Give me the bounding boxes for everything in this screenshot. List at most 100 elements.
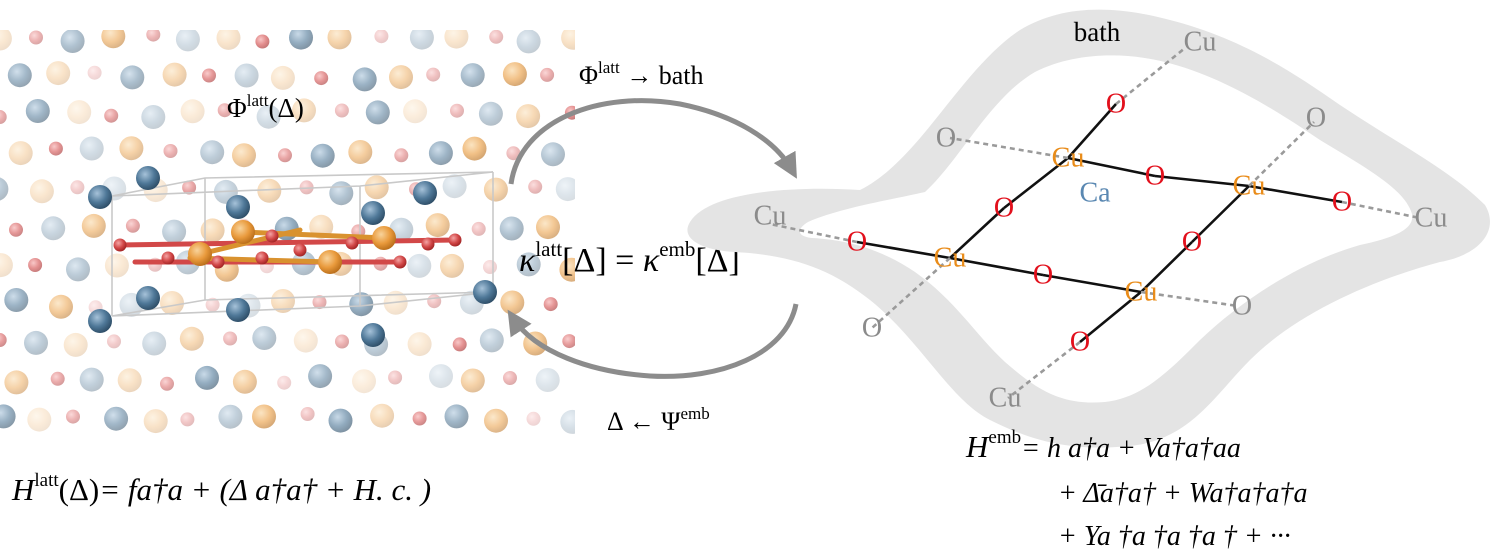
background-copper-atom — [216, 30, 241, 50]
oxygen-label: O — [1182, 227, 1202, 258]
background-calcium-atom — [407, 253, 432, 278]
background-oxygen-atom — [9, 222, 23, 237]
oxygen-label: O — [1033, 260, 1053, 291]
crystal-structure-image — [0, 30, 598, 434]
background-oxygen-atom — [217, 103, 232, 118]
background-oxygen-atom — [562, 334, 575, 349]
background-oxygen-atom — [300, 407, 315, 421]
background-copper-atom — [559, 257, 575, 282]
background-oxygen-atom — [50, 371, 65, 386]
calcium-atom — [361, 201, 385, 225]
background-oxygen-atom — [104, 108, 119, 123]
background-calcium-atom — [479, 328, 504, 353]
background-calcium-atom — [409, 30, 434, 50]
cluster-bonds — [769, 46, 1421, 400]
background-oxygen-atom — [489, 30, 504, 44]
oxygen-label: O — [1070, 327, 1090, 358]
background-oxygen-atom — [87, 65, 102, 80]
background-copper-atom — [0, 30, 12, 51]
embedding-hamiltonian: Hemb= h a†a + Va†a†aa + Δ̄a†a† + Wa†a†a†… — [965, 427, 1307, 552]
background-oxygen-atom — [70, 180, 85, 195]
oxygen-label: O — [1106, 89, 1126, 120]
background-calcium-atom — [0, 404, 16, 429]
background-copper-atom — [536, 215, 560, 240]
bath-label: bath — [1074, 17, 1121, 47]
background-oxygen-atom — [255, 34, 270, 49]
background-copper-atom — [293, 328, 318, 353]
background-copper-atom — [27, 407, 52, 432]
outer-copper-label: Cu — [754, 201, 787, 232]
background-calcium-atom — [141, 105, 166, 129]
background-calcium-atom — [79, 136, 104, 161]
background-oxygen-atom — [223, 331, 238, 346]
bond — [1003, 156, 1069, 210]
background-oxygen-atom — [146, 30, 161, 42]
oxygen-atom — [393, 255, 407, 269]
copper-label: Cu — [1125, 277, 1158, 308]
background-copper-atom — [104, 253, 129, 278]
background-copper-atom — [364, 175, 389, 200]
background-copper-atom — [460, 368, 485, 393]
bond — [856, 240, 951, 260]
background-calcium-atom — [555, 177, 575, 202]
embedding-hamiltonian-line-1: Hemb= h a†a + Va†a†aa — [965, 427, 1241, 464]
background-oxygen-atom — [0, 110, 7, 124]
background-calcium-atom — [428, 141, 453, 166]
background-oxygen-atom — [540, 67, 555, 82]
background-calcium-atom — [328, 408, 353, 433]
background-calcium-atom — [499, 216, 524, 241]
background-copper-atom — [483, 177, 508, 202]
background-calcium-atom — [352, 67, 377, 92]
background-calcium-atom — [429, 364, 453, 389]
background-calcium-atom — [24, 330, 48, 355]
background-calcium-atom — [66, 257, 90, 282]
background-calcium-atom — [79, 367, 104, 392]
background-copper-atom — [292, 98, 316, 123]
background-calcium-atom — [120, 65, 145, 90]
background-oxygen-atom — [277, 375, 292, 390]
background-copper-atom — [389, 65, 413, 90]
background-calcium-atom — [560, 409, 575, 434]
background-oxygen-atom — [412, 411, 427, 426]
background-copper-atom — [162, 62, 187, 87]
calcium-atom — [136, 286, 160, 310]
calcium-atom — [136, 166, 160, 190]
bond — [1341, 200, 1421, 220]
bath-region — [687, 9, 1490, 448]
background-calcium-atom — [329, 181, 354, 206]
background-oxygen-atom — [427, 294, 442, 309]
background-calcium-atom — [104, 406, 129, 431]
background-oxygen-atom — [426, 67, 441, 82]
background-oxygen-atom — [506, 146, 521, 161]
background-calcium-atom — [41, 216, 66, 241]
background-calcium-atom — [60, 30, 85, 53]
calcium-atom — [413, 181, 437, 205]
background-copper-atom — [425, 213, 450, 238]
copper-atom — [372, 226, 396, 250]
embedding-hamiltonian-line-3: + Ya †a †a †a † + ··· — [1058, 521, 1291, 552]
background-copper-atom — [49, 294, 73, 319]
label-backing — [1093, 184, 1117, 209]
oxygen-label: O — [1145, 161, 1165, 192]
background-copper-atom — [561, 30, 575, 50]
background-oxygen-atom — [584, 221, 598, 235]
copper-label: Cu — [934, 243, 967, 274]
background-copper-atom — [4, 370, 29, 395]
background-copper-atom — [232, 369, 257, 394]
background-copper-atom — [484, 408, 508, 433]
background-oxygen-atom — [202, 68, 216, 83]
bond — [1248, 184, 1343, 204]
background-oxygen-atom — [312, 295, 327, 310]
background-copper-atom — [500, 290, 525, 315]
background-copper-atom — [462, 136, 487, 161]
background-oxygen-atom — [160, 376, 174, 391]
copper-atom — [188, 242, 212, 266]
outer-copper-label: Cu — [989, 383, 1022, 414]
bond — [1067, 103, 1117, 159]
background-calcium-atom — [516, 30, 541, 54]
bond — [1042, 273, 1142, 294]
bond — [949, 136, 1069, 160]
background-oxygen-atom — [278, 148, 292, 163]
background-copper-atom — [200, 218, 225, 243]
background-calcium-atom — [195, 365, 219, 390]
